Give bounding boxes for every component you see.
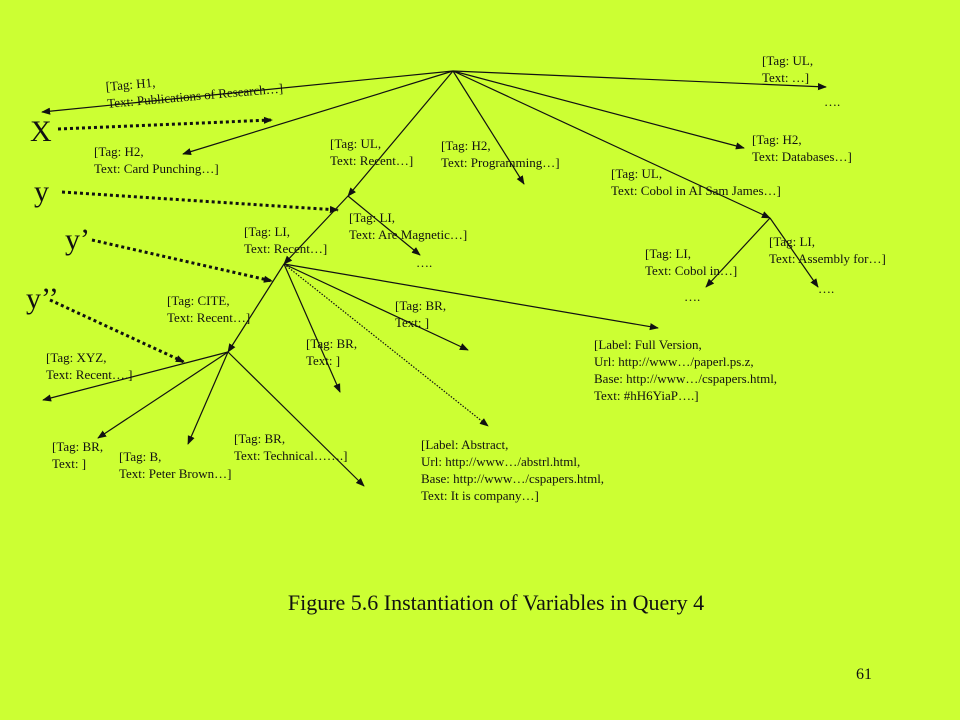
variable-arrows <box>49 116 339 364</box>
edge-ulcobol-li-cobol <box>705 217 771 288</box>
page-number: 61 <box>856 666 872 683</box>
edge-root-db <box>452 70 745 150</box>
edge-root-ul-top <box>452 70 827 91</box>
edge-root-prog <box>452 70 525 185</box>
edge-root-ul-cobol <box>452 70 771 219</box>
ellipsis-cobol: …. <box>684 289 701 304</box>
cite-edges <box>42 351 365 487</box>
node-br-mid: [Tag: BR, Text: ] <box>306 336 358 368</box>
node-ul-cobol: [Tag: UL, Text: Cobol in AI Sam James…] <box>611 166 781 198</box>
node-li-recent: [Tag: LI, Text: Recent…] <box>244 224 328 256</box>
figure-caption: Figure 5.6 Instantiation of Variables in… <box>287 590 705 615</box>
node-li-magnetic: [Tag: LI, Text: Are Magnetic…] <box>349 210 468 242</box>
arrow-y <box>61 190 339 214</box>
node-h2-programming: [Tag: H2, Text: Programming…] <box>441 138 560 170</box>
variable-x: X <box>30 115 52 148</box>
variable-y-double-prime: y’’ <box>26 282 59 315</box>
node-br-left: [Tag: BR, Text: ] <box>52 439 104 471</box>
variable-y-prime: y’ <box>65 223 90 256</box>
edge-li-abstract <box>283 263 489 427</box>
edge-cite-b <box>187 351 229 445</box>
ellipsis-magnetic: …. <box>416 255 433 270</box>
edge-root-ul-recent <box>347 70 454 197</box>
edge-li-br-right <box>283 263 469 351</box>
root-edges <box>41 70 827 219</box>
edge-ulrecent-li-magnetic <box>347 195 421 256</box>
node-br-right: [Tag: BR, Text: ] <box>395 298 447 330</box>
edge-ulcobol-li-assembly <box>769 217 819 288</box>
ul-cobol-edges <box>705 217 819 288</box>
li-recent-edges <box>227 263 659 427</box>
node-full-version: [Label: Full Version, Url: http://www…/p… <box>594 337 778 403</box>
edge-cite-xyz <box>42 351 229 402</box>
edge-root-h1 <box>41 70 454 115</box>
node-li-cobol: [Tag: LI, Text: Cobol in…] <box>645 246 738 278</box>
node-cite: [Tag: CITE, Text: Recent…] <box>167 293 251 325</box>
edge-cite-br-technical <box>227 351 365 487</box>
arrow-y2 <box>49 298 185 364</box>
node-b-peter: [Tag: B, Text: Peter Brown…] <box>119 449 232 481</box>
node-abstract: [Label: Abstract, Url: http://www…/abstr… <box>421 437 605 503</box>
node-ul-top: [Tag: UL, Text: …] <box>762 53 814 85</box>
node-br-technical: [Tag: BR, Text: Technical…….] <box>234 431 348 463</box>
node-ul-recent: [Tag: UL, Text: Recent…] <box>330 136 414 168</box>
ellipsis-top-right: …. <box>824 94 841 109</box>
node-h2-databases: [Tag: H2, Text: Databases…] <box>752 132 852 164</box>
edge-li-br-mid <box>283 263 341 393</box>
edge-root-card <box>182 70 454 156</box>
arrow-y1 <box>91 238 273 283</box>
node-h2-card: [Tag: H2, Text: Card Punching…] <box>94 144 219 176</box>
edge-li-cite <box>227 263 285 353</box>
variable-y: y <box>34 175 49 208</box>
arrow-x <box>57 116 273 131</box>
node-li-assembly: [Tag: LI, Text: Assembly for…] <box>769 234 886 266</box>
edge-li-full-version <box>283 263 659 331</box>
edge-cite-br-left <box>97 351 229 439</box>
node-xyz: [Tag: XYZ, Text: Recent….] <box>46 350 133 382</box>
ellipsis-assembly: …. <box>818 281 835 296</box>
